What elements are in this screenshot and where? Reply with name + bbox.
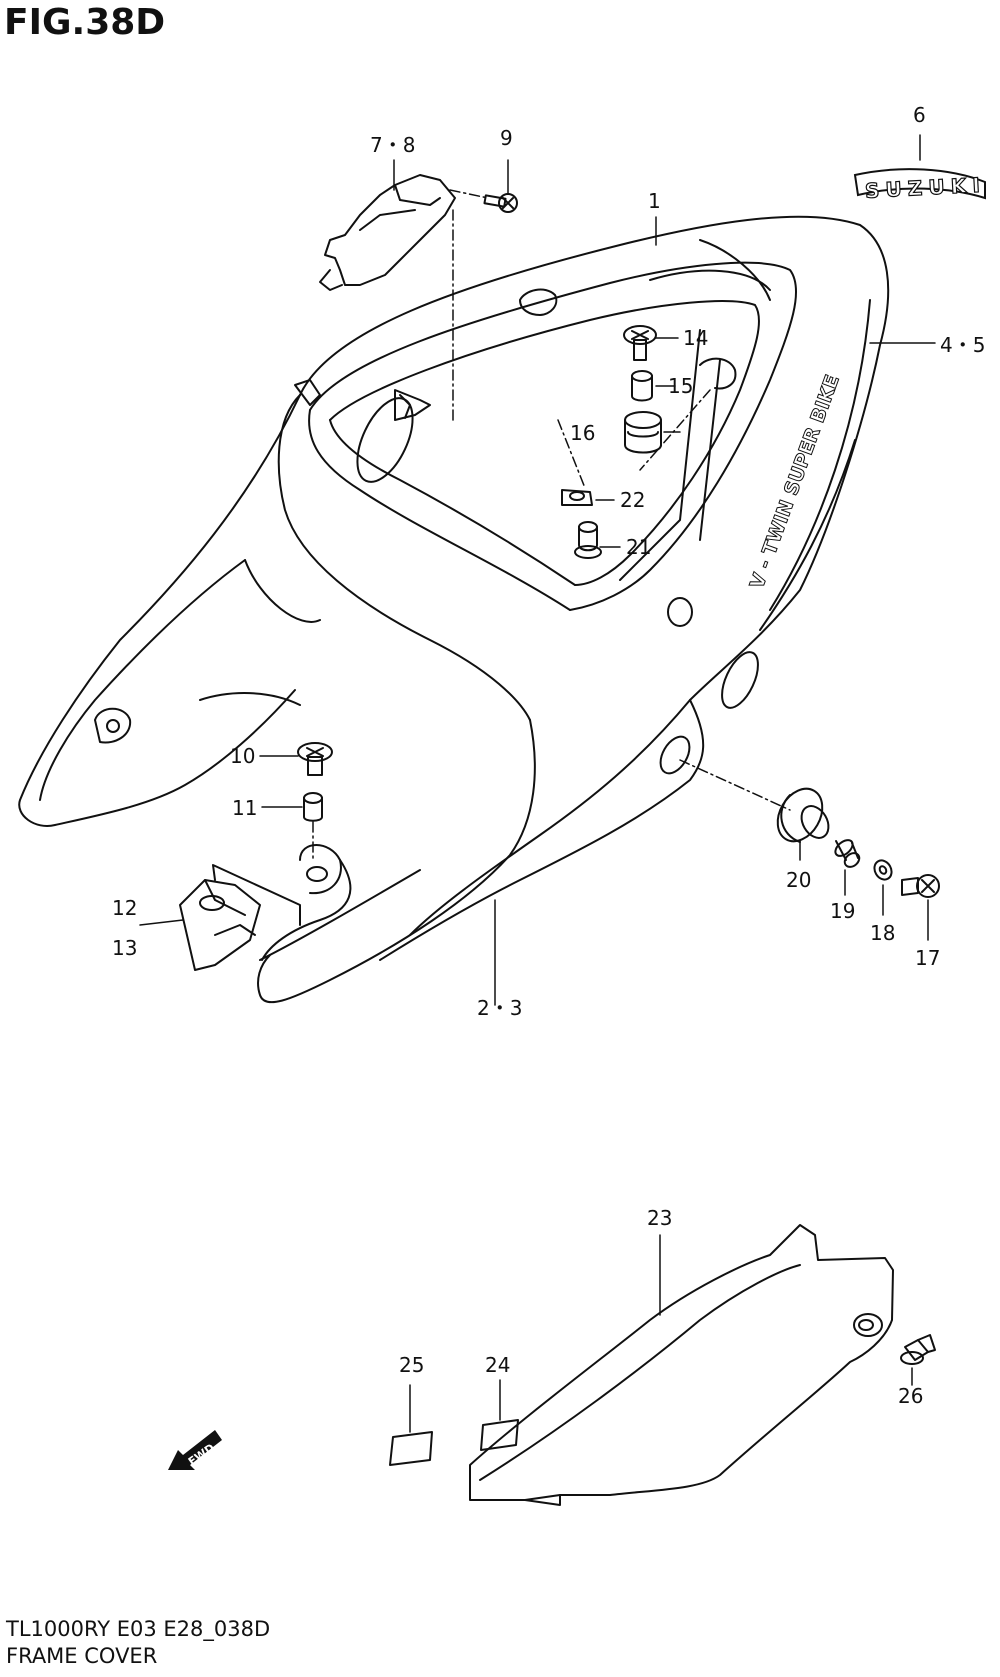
callout-18: 18 [870, 921, 895, 945]
callout-25: 25 [399, 1353, 424, 1377]
callout-21: 21 [626, 535, 651, 559]
fwd-arrow: FWD [168, 1430, 222, 1470]
callout-16: 16 [570, 421, 595, 445]
frame-cover-side [18, 394, 705, 1004]
decal-text: V - TWIN SUPER BIKE [746, 372, 844, 592]
bracket-part-12-13 [179, 864, 301, 971]
callout-10: 10 [230, 744, 255, 768]
callout-17: 17 [915, 946, 940, 970]
cushion-part-16 [624, 411, 662, 454]
figure-title: FIG.38D [4, 2, 166, 43]
figure-code: TL1000RY E03 E28_038D [6, 1617, 271, 1641]
collar-part-11 [303, 792, 323, 822]
callout-26: 26 [898, 1384, 923, 1408]
screw-part-9 [483, 193, 518, 213]
pad-part-24 [480, 1419, 519, 1451]
lower-cover-part-23 [469, 1224, 894, 1506]
figure-name: FRAME COVER [6, 1644, 158, 1668]
grommet-part-20 [776, 787, 830, 843]
suzuki-emblem: SUZUKI [853, 168, 986, 203]
callouts: 1 2・3 4・5 6 7・8 9 10 11 12 13 14 15 16 1… [112, 103, 985, 1408]
callout-23: 23 [647, 1206, 672, 1230]
nut-part-22 [561, 489, 593, 506]
leader-lines [139, 134, 936, 1433]
clip-fastener [394, 389, 431, 421]
callout-1: 1 [648, 189, 661, 213]
washer-part-18 [873, 859, 893, 881]
callout-11: 11 [232, 796, 257, 820]
callout-20: 20 [786, 868, 811, 892]
callout-4-5: 4・5 [940, 333, 985, 357]
seat-tail-cover [277, 215, 890, 775]
callout-19: 19 [830, 899, 855, 923]
callout-13: 13 [112, 936, 137, 960]
screw-part-14 [623, 325, 657, 361]
callout-15: 15 [668, 374, 693, 398]
callout-2-3: 2・3 [477, 996, 522, 1020]
bracket-part-7-8 [319, 174, 456, 291]
assembly-lines [312, 189, 791, 861]
collar-part-19 [834, 839, 861, 868]
callout-7-8: 7・8 [370, 133, 415, 157]
screw-part-10 [297, 742, 333, 776]
clip-part-26 [900, 1334, 936, 1365]
pad-part-25 [389, 1431, 433, 1466]
callout-24: 24 [485, 1353, 510, 1377]
callout-22: 22 [620, 488, 645, 512]
collar-part-15 [631, 370, 653, 402]
callout-9: 9 [500, 126, 513, 150]
callout-6: 6 [913, 103, 926, 127]
bolt-part-21 [574, 521, 602, 559]
screw-part-17 [901, 874, 940, 898]
callout-12: 12 [112, 896, 137, 920]
callout-14: 14 [683, 326, 708, 350]
